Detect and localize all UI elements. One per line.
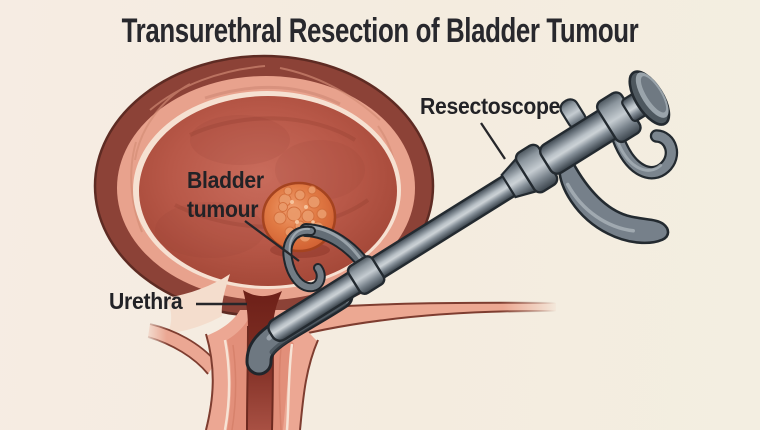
resectoscope-body [267, 70, 679, 342]
bladder-interior-texture [155, 85, 370, 258]
label-urethra: Urethra [109, 288, 183, 314]
resectoscope-leader-line [480, 122, 506, 160]
right-tissue-band [272, 302, 556, 342]
page-title: Transurethral Resection of Bladder Tumou… [121, 12, 639, 50]
bladder-tumour-leader-line [244, 220, 300, 262]
tumour-bumps [273, 185, 328, 243]
label-resectoscope: Resectoscope [420, 93, 561, 119]
resectoscope-tip-collar [346, 255, 386, 295]
left-tissue-band [148, 324, 216, 374]
resectoscope-instrument [245, 70, 679, 376]
resectoscope-handle-lever [558, 160, 670, 245]
label-bladder-tumour: Bladder tumour [187, 167, 264, 222]
bladder-wall-texture [130, 65, 397, 233]
tumour-highlights [290, 200, 315, 224]
